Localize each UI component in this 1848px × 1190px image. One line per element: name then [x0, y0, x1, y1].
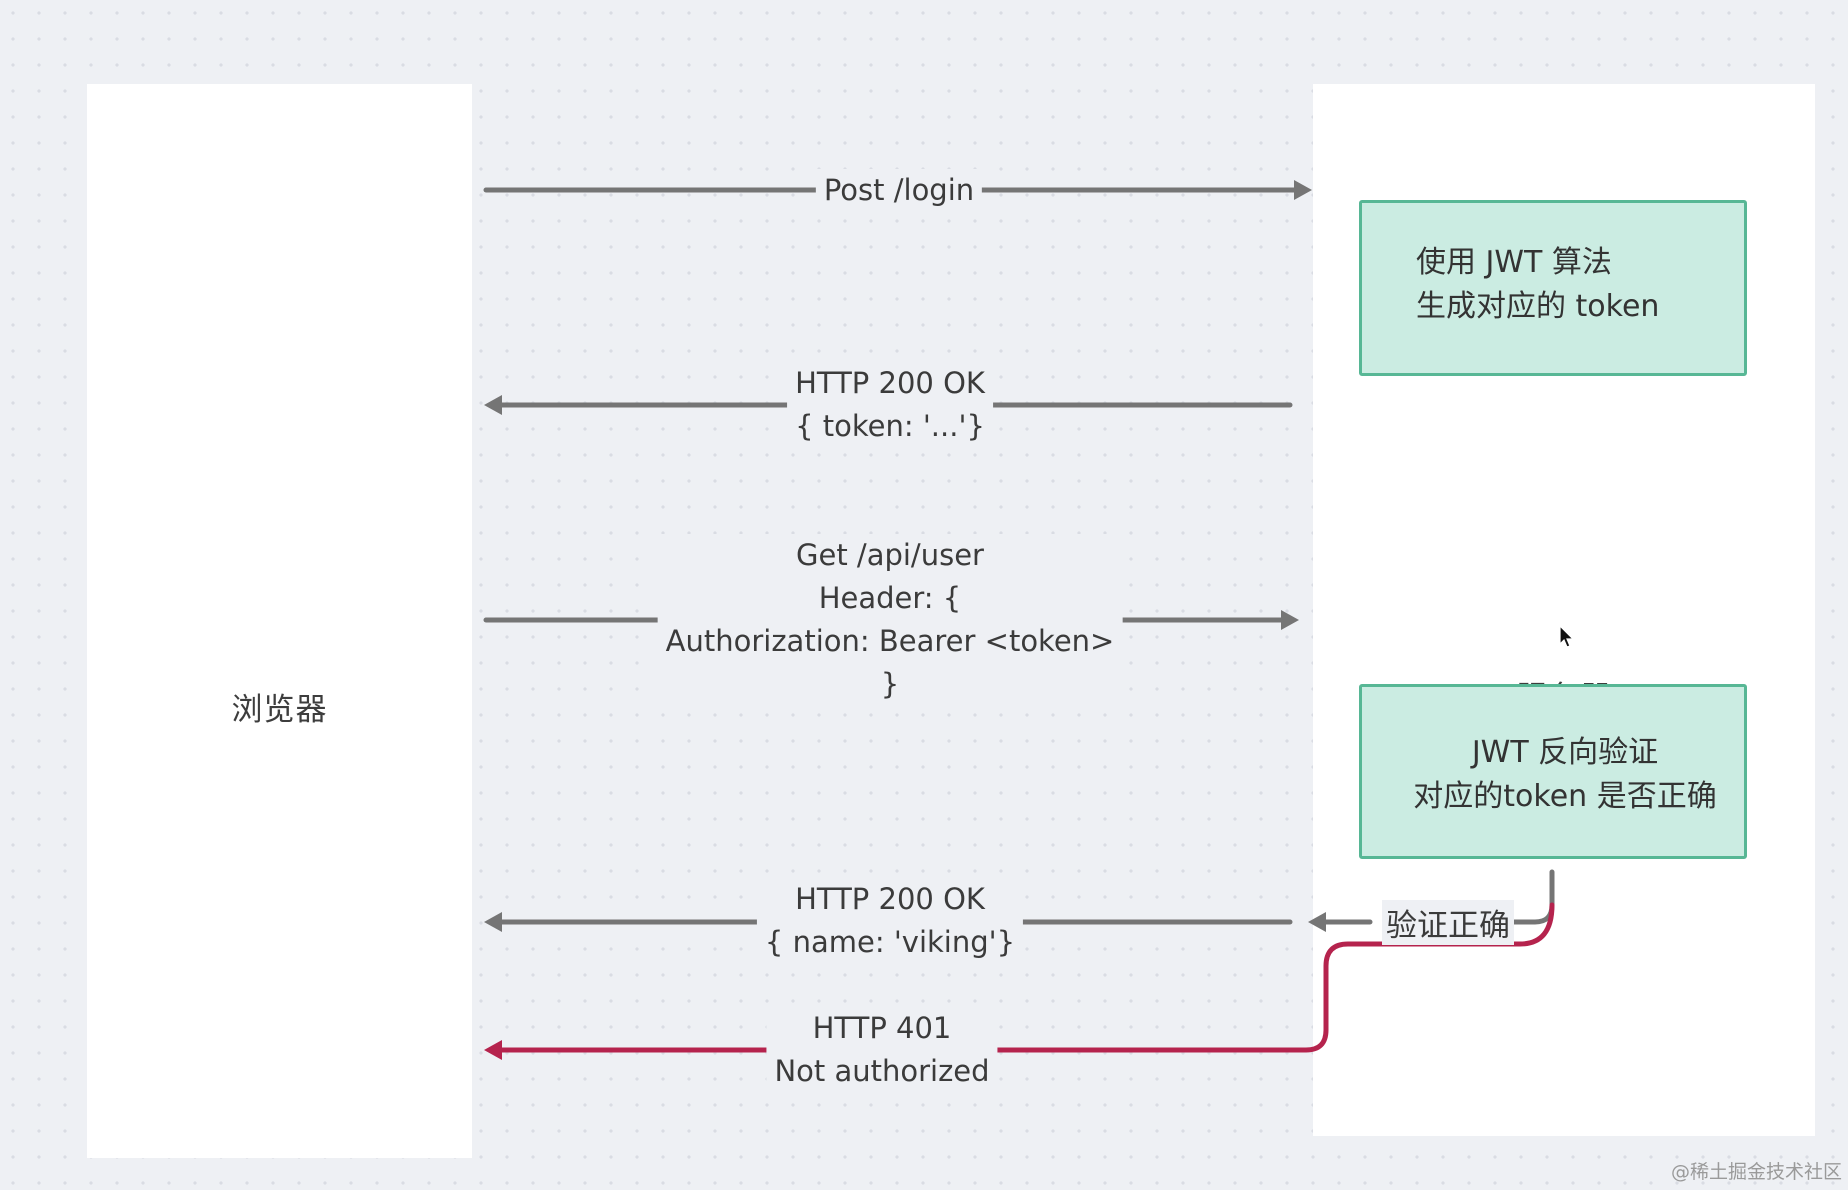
verified-branch-line [1505, 869, 1555, 925]
verified-branch-label: 验证正确 [1382, 900, 1514, 945]
ok-name-arrowhead [484, 912, 502, 932]
browser-label: 浏览器 [231, 692, 328, 728]
get-user-line-3: Authorization: Bearer <token> [665, 624, 1115, 658]
login-arrowhead [1294, 180, 1312, 200]
generate-token-line-1: 使用 JWT 算法 [1416, 245, 1612, 280]
generate-token-line-2: 生成对应的 token [1416, 289, 1660, 324]
watermark: @稀土掘金技术社区 [1670, 1161, 1842, 1183]
generate-token-box: 使用 JWT 算法 生成对应的 token [1359, 200, 1747, 376]
verify-token-line-1: JWT 反向验证 [1471, 735, 1659, 770]
mouse-pointer-icon [1559, 625, 1575, 648]
get-user-arrowhead [1281, 610, 1299, 630]
ok-name-message: HTTP 200 OK { name: 'viking'} [756, 878, 1024, 964]
get-user-line-2: Header: { [818, 581, 962, 615]
server-lifeline: 使用 JWT 算法 生成对应的 token 服务器 JWT 反向验证 对应的to… [1313, 84, 1815, 1136]
browser-lifeline: 浏览器 [87, 84, 472, 1158]
unauthorized-arrowhead [484, 1040, 502, 1060]
verified-arrowhead [1308, 912, 1326, 932]
ok-name-line-1: HTTP 200 OK [795, 882, 985, 916]
ok-token-line-1: HTTP 200 OK [795, 366, 985, 400]
ok-token-message: HTTP 200 OK { token: '...'} [787, 362, 993, 448]
unauthorized-line-2: Not authorized [774, 1054, 990, 1088]
unauthorized-message: HTTP 401 Not authorized [766, 1007, 998, 1093]
get-user-line-4: } [880, 667, 900, 701]
ok-token-line-2: { token: '...'} [795, 409, 985, 443]
verify-token-line-2: 对应的token 是否正确 [1413, 779, 1717, 814]
unauthorized-arrow-line [493, 902, 1555, 1053]
login-message: Post /login [815, 169, 983, 212]
ok-token-arrowhead [484, 395, 502, 415]
unauthorized-line-1: HTTP 401 [812, 1011, 952, 1045]
get-user-line-1: Get /api/user [796, 538, 984, 572]
ok-name-line-2: { name: 'viking'} [764, 925, 1016, 959]
get-user-message: Get /api/user Header: { Authorization: B… [657, 534, 1123, 706]
verify-token-box: JWT 反向验证 对应的token 是否正确 [1359, 684, 1747, 859]
